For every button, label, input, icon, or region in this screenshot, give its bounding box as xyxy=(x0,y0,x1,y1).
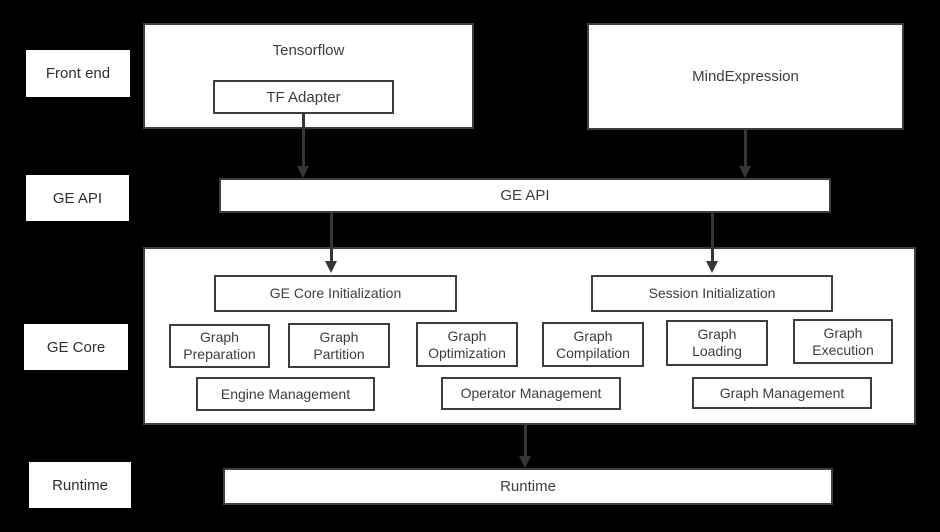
arrow-line xyxy=(523,425,527,456)
operator-management-box: Operator Management xyxy=(441,377,621,410)
arrow-line xyxy=(301,114,305,166)
graph-optimization-box: Graph Optimization xyxy=(416,322,518,367)
graph-preparation-box: Graph Preparation xyxy=(169,324,270,368)
arrow-line xyxy=(710,213,714,261)
arrow-tf-adapter-to-ge-api xyxy=(297,114,309,178)
arrow-ge-api-to-ge-core-initialization xyxy=(325,213,337,273)
graph-execution-box: Graph Execution xyxy=(793,319,893,364)
row-label-ge-core: GE Core xyxy=(24,324,128,370)
arrow-ge-api-to-session-initialization xyxy=(706,213,718,273)
ge-api-box: GE API xyxy=(219,178,831,213)
graph-loading-box: Graph Loading xyxy=(666,320,768,366)
tensorflow-box: Tensorflow TF Adapter xyxy=(143,23,474,129)
arrow-head-icon xyxy=(325,261,337,273)
row-label-front-end: Front end xyxy=(26,50,130,97)
tensorflow-label: Tensorflow xyxy=(272,42,345,59)
mindexpression-box: MindExpression xyxy=(587,23,904,130)
arrow-ge-core-to-runtime xyxy=(519,425,531,468)
arrow-head-icon xyxy=(297,166,309,178)
tf-adapter-box: TF Adapter xyxy=(213,80,394,114)
arrow-line xyxy=(743,130,747,166)
row-label-ge-api: GE API xyxy=(26,175,129,221)
arrow-mindexpression-to-ge-api xyxy=(739,130,751,178)
arrow-line xyxy=(329,213,333,261)
ge-core-box: GE Core Initialization Session Initializ… xyxy=(143,247,916,425)
graph-management-box: Graph Management xyxy=(692,377,872,409)
graph-partition-box: Graph Partition xyxy=(288,323,390,368)
arrow-head-icon xyxy=(706,261,718,273)
ge-core-initialization-box: GE Core Initialization xyxy=(214,275,457,312)
session-initialization-box: Session Initialization xyxy=(591,275,833,312)
graph-compilation-box: Graph Compilation xyxy=(542,322,644,367)
arrow-head-icon xyxy=(739,166,751,178)
runtime-box: Runtime xyxy=(223,468,833,505)
engine-management-box: Engine Management xyxy=(196,377,375,411)
row-label-runtime: Runtime xyxy=(29,462,131,508)
arrow-head-icon xyxy=(519,456,531,468)
